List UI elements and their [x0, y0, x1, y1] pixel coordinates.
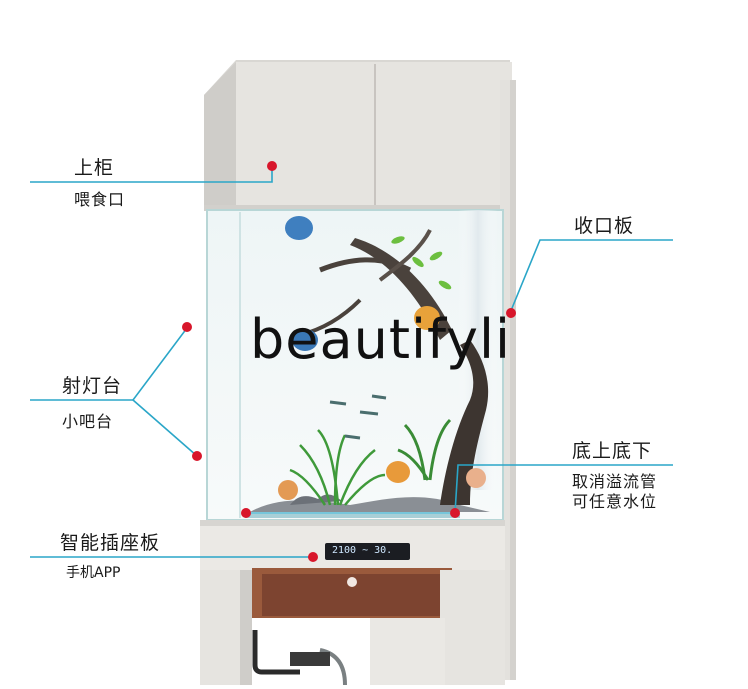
watermark-text: beautifyli	[250, 308, 512, 371]
discus-fish	[278, 216, 486, 500]
dot-bottom-filter	[450, 508, 460, 518]
dot-bottom-left	[241, 508, 251, 518]
base-cabinet	[200, 520, 505, 686]
glass-tank	[206, 209, 504, 521]
upper-cabinet	[204, 60, 512, 211]
dot-smart-socket	[308, 552, 318, 562]
dot-spotlight-top	[182, 322, 192, 332]
callout-lines	[30, 166, 673, 558]
upper-cabinet-title: 上柜	[74, 157, 115, 179]
small-fish	[329, 394, 387, 440]
dot-upper-cabinet	[267, 161, 277, 171]
dot-spotlight-bottom	[192, 451, 202, 461]
bottom-filter-sub2: 可任意水位	[572, 492, 658, 511]
trim-board-title: 收口板	[574, 215, 635, 237]
smart-socket-sub: 手机APP	[66, 565, 121, 581]
callout-dots	[182, 161, 516, 562]
bottom-filter-title: 底上底下	[572, 440, 653, 462]
spotlight-sub: 小吧台	[62, 412, 114, 431]
smart-control-panel	[325, 543, 410, 560]
control-panel-display: 2100 ~ 30.	[332, 545, 393, 556]
bottom-filter-sub1: 取消溢流管	[572, 472, 658, 491]
upper-cabinet-sub: 喂食口	[74, 190, 126, 209]
smart-socket-title: 智能插座板	[60, 532, 161, 554]
dot-trim-board	[506, 308, 516, 318]
spotlight-title: 射灯台	[62, 375, 123, 397]
